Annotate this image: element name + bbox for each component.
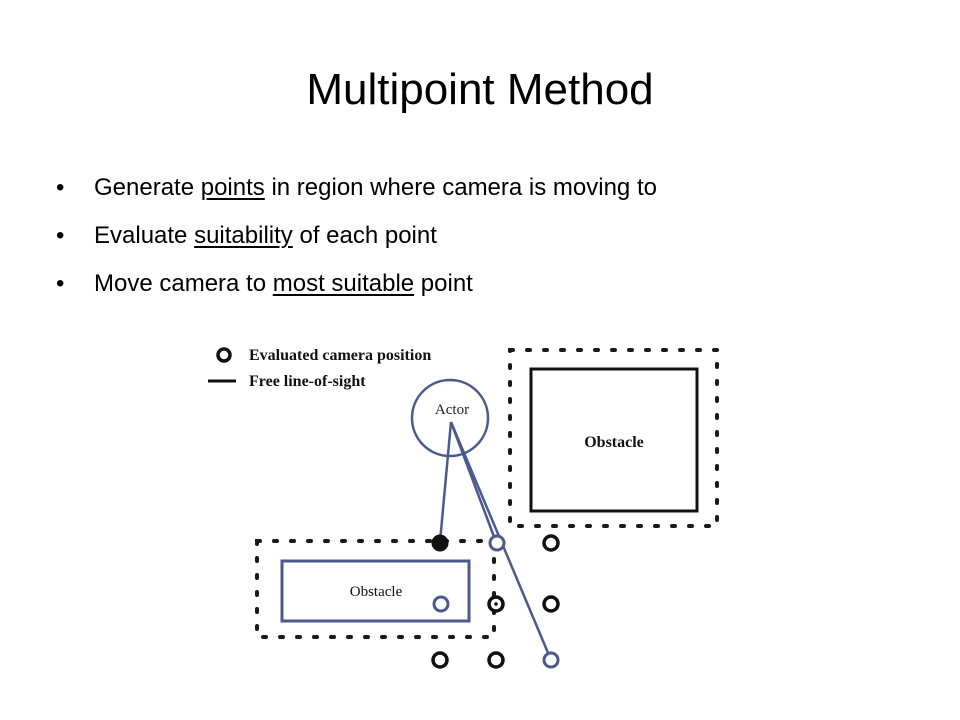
- camera-position: [487, 651, 505, 669]
- bullet-marker: •: [56, 222, 65, 249]
- slide-title: Multipoint Method: [306, 65, 654, 114]
- large-obstacle-label: Obstacle: [584, 434, 644, 451]
- camera-position: [488, 534, 506, 552]
- legend-camera-icon: [216, 347, 232, 363]
- camera-position: [542, 534, 560, 552]
- bullet-item: • Evaluate suitability of each point: [56, 222, 916, 250]
- bullet-item: • Move camera to most suitable point: [56, 270, 916, 298]
- small-obstacle-boundary: [255, 539, 496, 639]
- bullet-text-underlined: points: [200, 174, 265, 201]
- large-obstacle-boundary: [508, 348, 719, 528]
- actor-label: Actor: [435, 402, 469, 418]
- legend-camera-label: Evaluated camera position: [249, 347, 431, 364]
- bullet-item: • Generate points in region where camera …: [56, 174, 916, 202]
- bullet-text-post: in region where camera is moving to: [264, 174, 657, 201]
- camera-position: [431, 651, 449, 669]
- camera-position: [542, 651, 560, 669]
- bullet-text-pre: Generate: [94, 174, 201, 201]
- bullet-text-post: point: [414, 270, 473, 297]
- bullet-marker: •: [56, 174, 65, 201]
- actor: [410, 378, 490, 458]
- legend-line-label: Free line-of-sight: [249, 373, 366, 390]
- camera-position-center-dot: [494, 602, 498, 606]
- bullet-text-underlined: suitability: [194, 222, 293, 249]
- bullet-text-pre: Move camera to: [94, 270, 273, 297]
- small-obstacle-label: Obstacle: [350, 584, 403, 600]
- bullet-text-underlined: most suitable: [272, 270, 415, 297]
- camera-position: [431, 534, 449, 552]
- bullet-text-post: of each point: [292, 222, 437, 249]
- large-obstacle: [529, 367, 699, 513]
- camera-position: [542, 595, 560, 613]
- camera-position: [432, 595, 450, 613]
- line-of-sight: [438, 421, 453, 543]
- bullet-marker: •: [56, 270, 65, 297]
- bullet-text-pre: Evaluate: [94, 222, 195, 249]
- bullet-list: • Generate points in region where camera …: [56, 174, 916, 318]
- multipoint-diagram: Evaluated camera position Free line-of-s…: [208, 347, 719, 669]
